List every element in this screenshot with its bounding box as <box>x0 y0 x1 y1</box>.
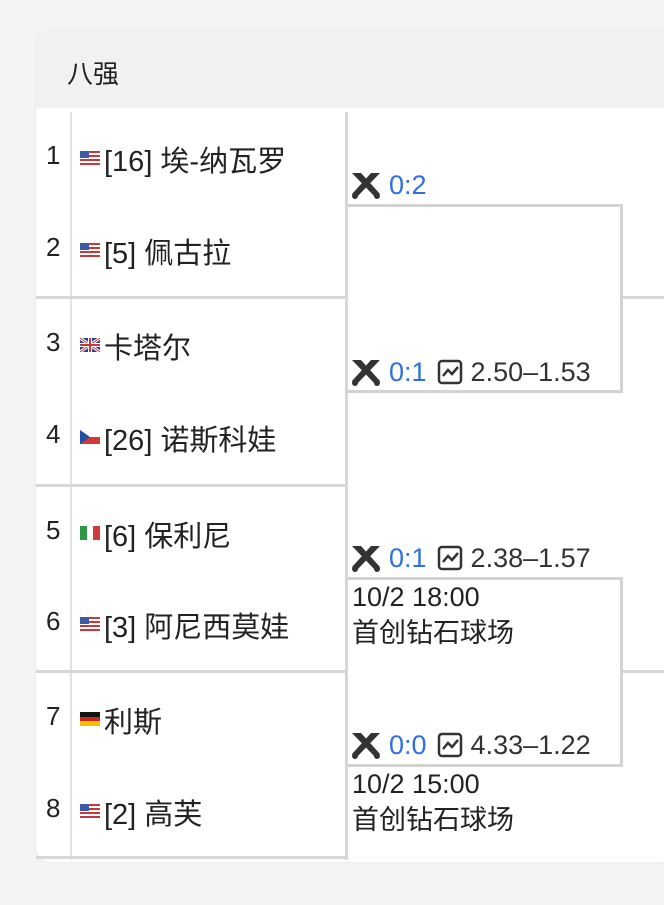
seed-number: 3 <box>46 327 61 357</box>
bracket-divider <box>345 112 348 860</box>
player-row[interactable]: 3 卡塔尔 <box>36 299 346 391</box>
player-name: 利斯 <box>104 707 163 739</box>
h2h-score[interactable]: 0:0 <box>389 730 427 760</box>
match-result[interactable]: 0:1 2.50–1.53 <box>349 356 591 388</box>
draw-card <box>36 30 664 862</box>
player-name: [16] 埃-纳瓦罗 <box>104 146 287 178</box>
bracket-divider <box>36 296 346 299</box>
match-connector <box>346 204 623 393</box>
usa-flag-icon <box>80 243 100 257</box>
player-name: [6] 保利尼 <box>104 521 232 553</box>
match-time: 10/2 15:00 <box>352 769 480 799</box>
player-row[interactable]: 4 [26] 诺斯科娃 <box>36 391 346 483</box>
line-chart-icon <box>437 732 463 758</box>
match-result[interactable]: 0:1 2.38–1.57 <box>349 542 591 574</box>
player-name: 卡塔尔 <box>104 333 192 365</box>
odds-value[interactable]: 2.38–1.57 <box>470 543 591 573</box>
ita-flag-icon <box>80 526 100 540</box>
seed-number: 2 <box>46 232 61 262</box>
cze-flag-icon <box>80 430 100 444</box>
bracket-divider <box>622 296 664 299</box>
crossed-rackets-icon <box>349 730 383 760</box>
odds-value[interactable]: 4.33–1.22 <box>470 730 591 760</box>
match-connector <box>346 577 623 767</box>
match-schedule: 10/2 18:00 首创钻石球场 <box>352 579 514 651</box>
odds-value[interactable]: 2.50–1.53 <box>470 357 591 387</box>
bracket-divider <box>36 856 346 859</box>
seed-number: 8 <box>46 793 61 823</box>
usa-flag-icon <box>80 804 100 818</box>
player-row[interactable]: 2 [5] 佩古拉 <box>36 204 346 296</box>
match-venue: 首创钻石球场 <box>352 805 514 835</box>
match-result[interactable]: 0:0 4.33–1.22 <box>349 729 591 761</box>
h2h-score[interactable]: 0:2 <box>389 170 427 200</box>
crossed-rackets-icon <box>349 170 383 200</box>
round-title: 八强 <box>67 59 120 89</box>
ger-flag-icon <box>80 712 100 726</box>
line-chart-icon <box>437 359 463 385</box>
player-row[interactable]: 5 [6] 保利尼 <box>36 487 346 579</box>
crossed-rackets-icon <box>349 357 383 387</box>
line-chart-icon <box>437 545 463 571</box>
player-row[interactable]: 1 [16] 埃-纳瓦罗 <box>36 112 346 204</box>
seed-number: 5 <box>46 515 61 545</box>
player-row[interactable]: 7 利斯 <box>36 673 346 765</box>
bracket-divider <box>622 670 664 673</box>
match-result[interactable]: 0:2 <box>349 169 427 201</box>
crossed-rackets-icon <box>349 543 383 573</box>
match-venue: 首创钻石球场 <box>352 618 514 648</box>
bracket-divider <box>36 484 346 487</box>
seed-number: 4 <box>46 419 61 449</box>
gbr-flag-icon <box>79 336 101 354</box>
usa-flag-icon <box>80 617 100 631</box>
player-name: [26] 诺斯科娃 <box>104 425 277 457</box>
seed-number: 6 <box>46 606 61 636</box>
bracket-divider <box>36 670 346 673</box>
usa-flag-icon <box>80 151 100 165</box>
player-name: [2] 高芙 <box>104 799 203 831</box>
h2h-score[interactable]: 0:1 <box>389 357 427 387</box>
seed-number: 1 <box>46 140 61 170</box>
player-name: [5] 佩古拉 <box>104 238 232 270</box>
match-time: 10/2 18:00 <box>352 582 480 612</box>
player-row[interactable]: 8 [2] 高芙 <box>36 765 346 857</box>
seed-number: 7 <box>46 701 61 731</box>
player-name: [3] 阿尼西莫娃 <box>104 612 290 644</box>
h2h-score[interactable]: 0:1 <box>389 543 427 573</box>
player-row[interactable]: 6 [3] 阿尼西莫娃 <box>36 578 346 670</box>
match-schedule: 10/2 15:00 首创钻石球场 <box>352 766 514 838</box>
round-header <box>36 30 664 108</box>
